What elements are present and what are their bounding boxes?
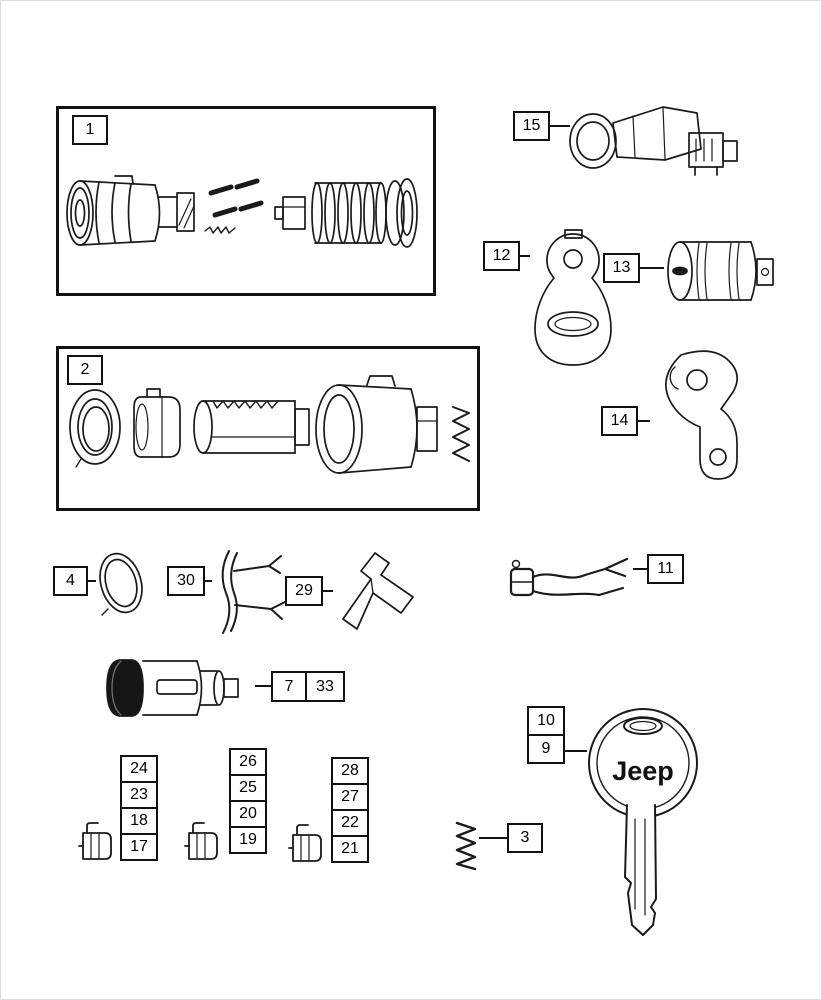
tumbler-clip-middle-drawing bbox=[184, 822, 218, 860]
ignition-switch-drawing bbox=[569, 106, 738, 176]
callout-2[interactable]: 2 bbox=[67, 355, 103, 385]
leader-line-11 bbox=[633, 568, 647, 570]
callout-26[interactable]: 26 bbox=[229, 748, 267, 776]
leader-line-3 bbox=[479, 837, 507, 839]
key-brand-text: Jeep bbox=[612, 756, 674, 786]
lock-cylinder-cover-drawing bbox=[534, 229, 612, 366]
callout-stack-right: 28 27 22 21 bbox=[331, 757, 369, 863]
callout-29[interactable]: 29 bbox=[285, 576, 323, 606]
callout-4[interactable]: 4 bbox=[53, 566, 88, 596]
door-lock-cylinder-set-drawing bbox=[69, 375, 470, 474]
fork-clip-drawing bbox=[342, 552, 414, 630]
callout-25[interactable]: 25 bbox=[229, 774, 267, 802]
callout-24[interactable]: 24 bbox=[120, 755, 158, 783]
leader-line-9 bbox=[565, 750, 587, 752]
callout-20[interactable]: 20 bbox=[229, 800, 267, 828]
leader-line-14 bbox=[638, 420, 650, 422]
ignition-lock-cylinder-assembly-drawing bbox=[66, 175, 418, 248]
callout-group-7-33: 7 33 bbox=[271, 671, 345, 702]
callout-12[interactable]: 12 bbox=[483, 241, 520, 271]
lock-lever-drawing bbox=[665, 350, 738, 480]
callout-9[interactable]: 9 bbox=[527, 734, 565, 764]
callout-19[interactable]: 19 bbox=[229, 826, 267, 854]
tumbler-clip-right-drawing bbox=[288, 824, 322, 862]
callout-18[interactable]: 18 bbox=[120, 807, 158, 835]
callout-stack-middle: 26 25 20 19 bbox=[229, 748, 267, 854]
callout-7[interactable]: 7 bbox=[271, 671, 307, 702]
capped-lock-cylinder-drawing bbox=[106, 659, 239, 717]
callout-11[interactable]: 11 bbox=[647, 554, 684, 584]
callout-22[interactable]: 22 bbox=[331, 809, 369, 837]
part-group-box-1 bbox=[56, 106, 436, 296]
leader-line-13 bbox=[640, 267, 664, 269]
callout-10[interactable]: 10 bbox=[527, 706, 565, 736]
callout-21[interactable]: 21 bbox=[331, 835, 369, 863]
rod-clip-drawing bbox=[509, 557, 629, 597]
callout-30[interactable]: 30 bbox=[167, 566, 205, 596]
leader-line-12 bbox=[520, 255, 530, 257]
leader-line-7-33 bbox=[255, 685, 271, 687]
tumbler-clip-left-drawing bbox=[78, 822, 112, 860]
retainer-clip-drawing bbox=[221, 550, 286, 634]
callout-3[interactable]: 3 bbox=[507, 823, 543, 853]
callout-13[interactable]: 13 bbox=[603, 253, 640, 283]
callout-28[interactable]: 28 bbox=[331, 757, 369, 785]
part-group-box-2 bbox=[56, 346, 480, 511]
callout-group-10-9: 10 9 bbox=[527, 706, 565, 764]
callout-15[interactable]: 15 bbox=[513, 111, 550, 141]
callout-33[interactable]: 33 bbox=[305, 671, 345, 702]
callout-17[interactable]: 17 bbox=[120, 833, 158, 861]
callout-stack-left: 24 23 18 17 bbox=[120, 755, 158, 861]
coil-spring-drawing bbox=[455, 821, 477, 871]
lock-cylinder-drawing bbox=[667, 241, 774, 301]
callout-1[interactable]: 1 bbox=[72, 115, 108, 145]
key-blank-drawing: Jeep bbox=[588, 708, 698, 936]
leader-line-15 bbox=[550, 125, 570, 127]
callout-27[interactable]: 27 bbox=[331, 783, 369, 811]
gasket-ring-drawing bbox=[99, 552, 143, 616]
callout-23[interactable]: 23 bbox=[120, 781, 158, 809]
callout-14[interactable]: 14 bbox=[601, 406, 638, 436]
leader-line-30 bbox=[205, 580, 212, 582]
leader-line-4 bbox=[88, 580, 96, 582]
leader-line-29 bbox=[323, 590, 333, 592]
